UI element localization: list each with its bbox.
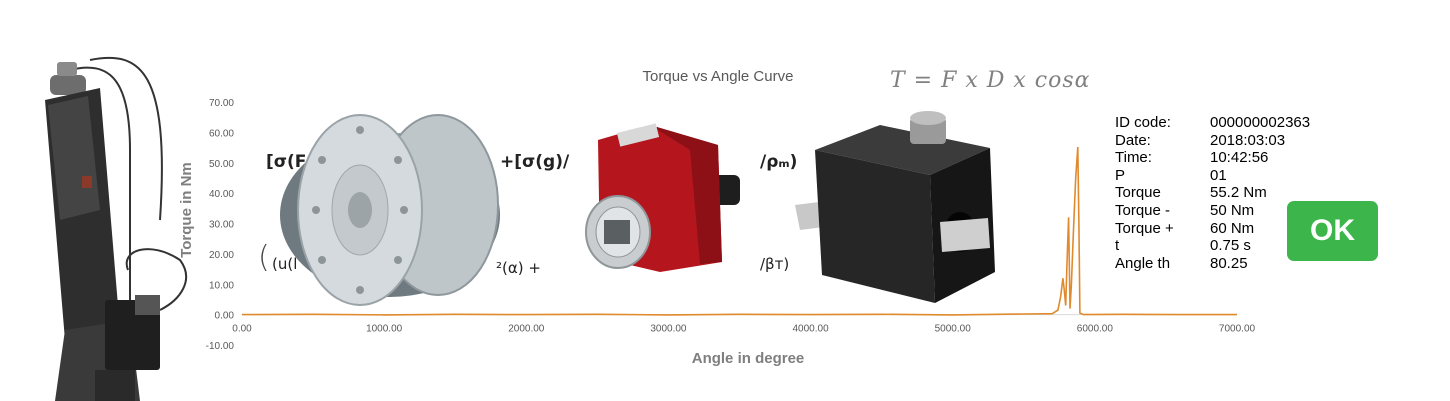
series-line-torque	[241, 146, 1237, 316]
info-key: Torque -	[1115, 201, 1171, 219]
info-key: Angle th	[1115, 254, 1171, 272]
info-key: Date:	[1115, 131, 1151, 149]
info-value: 55.2 Nm	[1210, 184, 1267, 202]
formula-fragment-2: +[σ(g)/	[500, 152, 570, 172]
x-tick-label: 6000.00	[1077, 324, 1114, 335]
formula-fragment-5: ²(α) +	[496, 259, 541, 277]
info-key: Torque +	[1115, 219, 1174, 237]
y-tick-label: 50.00	[209, 159, 234, 170]
y-tick-label: 40.00	[209, 189, 234, 200]
x-tick-label: 1000.00	[366, 324, 403, 335]
formula-fragment-1: [σ(F	[266, 152, 307, 172]
info-row: Torque + 60 Nm	[1115, 220, 1310, 238]
red-rotary-torque-sensor-image	[585, 123, 740, 272]
info-value: 50 Nm	[1210, 201, 1255, 219]
torque-formula: T = F x D x cosα	[890, 68, 1091, 93]
chart-title: Torque vs Angle Curve	[643, 68, 794, 85]
info-value: 80.25	[1210, 254, 1248, 272]
info-row: Time: 10:42:56	[1115, 149, 1310, 167]
info-row: Torque 55.2 Nm	[1115, 184, 1310, 202]
x-tick-label: 4000.00	[792, 324, 829, 335]
y-tick-label: 20.00	[209, 250, 234, 261]
info-value: 0.75 s	[1210, 237, 1251, 255]
formula-fragment-4b: (u(l	[272, 255, 298, 273]
formula-fragment-3: /ρₘ)	[760, 152, 798, 172]
y-tick-label: 30.00	[209, 220, 234, 231]
info-value: 60 Nm	[1210, 219, 1255, 237]
info-value: 01	[1210, 166, 1227, 184]
info-value: 10:42:56	[1210, 149, 1269, 167]
black-square-torque-sensor-image	[795, 111, 995, 303]
info-key: Time:	[1115, 149, 1152, 167]
y-tick-label: 0.00	[215, 311, 235, 322]
flange-torque-sensor-image	[280, 114, 500, 306]
formula-fragment-4: (	[258, 240, 270, 275]
y-tick-label: 60.00	[209, 128, 234, 139]
info-key: t	[1115, 237, 1120, 255]
info-value: 2018:03:03	[1210, 131, 1286, 149]
info-row: ID code: 000000002363	[1115, 114, 1310, 132]
info-row: P 01	[1115, 167, 1310, 185]
y-axis-label: Torque in Nm	[178, 162, 195, 258]
x-tick-label: 2000.00	[508, 324, 545, 335]
servo-actuator-image	[45, 56, 187, 401]
x-tick-label: 5000.00	[935, 324, 972, 335]
ok-status-button[interactable]: OK	[1287, 201, 1378, 261]
x-tick-label: 7000.00	[1219, 324, 1256, 335]
info-row: Torque - 50 Nm	[1115, 202, 1310, 220]
y-tick-label: 70.00	[209, 98, 234, 109]
x-axis-label: Angle in degree	[692, 350, 805, 367]
info-row: Date: 2018:03:03	[1115, 132, 1310, 150]
x-tick-label: 0.00	[232, 324, 252, 335]
x-axis-ticks: 0.00 1000.00 2000.00 3000.00 4000.00 5000.00 6…	[232, 324, 1255, 335]
x-tick-label: 3000.00	[650, 324, 687, 335]
info-key: P	[1115, 166, 1126, 184]
info-row: Angle th 80.25	[1115, 255, 1310, 273]
formula-fragment-6: /βᴛ)	[760, 255, 790, 273]
info-key: Torque	[1115, 184, 1161, 202]
y-axis-ticks: 70.00 60.00 50.00 40.00 30.00 20.00 10.00 0.00 -…	[206, 98, 235, 352]
y-tick-label: 10.00	[209, 280, 234, 291]
info-row: t 0.75 s	[1115, 237, 1310, 255]
measurement-info-panel: ID code: 000000002363 Date: 2018:03:03 Tim…	[1115, 114, 1310, 272]
y-tick-label: -10.00	[206, 341, 235, 352]
info-key: ID code:	[1115, 114, 1171, 131]
info-value: 000000002363	[1210, 114, 1311, 131]
